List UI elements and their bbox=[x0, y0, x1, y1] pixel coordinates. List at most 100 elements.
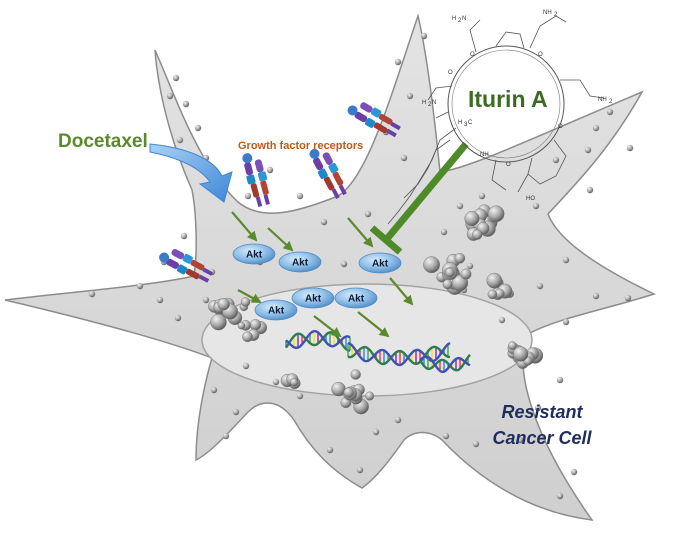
vesicle-dot bbox=[266, 166, 274, 174]
vesicle-dot bbox=[466, 262, 474, 270]
vesicle-dot bbox=[532, 202, 540, 210]
vesicle-dot bbox=[584, 146, 592, 154]
vesicle-dot bbox=[420, 32, 428, 40]
svg-text:H: H bbox=[422, 100, 426, 106]
growth-factor-receptors bbox=[159, 102, 401, 283]
svg-text:O: O bbox=[448, 70, 453, 76]
vesicle-icon bbox=[249, 319, 262, 331]
vesicle-dot bbox=[562, 256, 570, 264]
vesicle-icon bbox=[508, 341, 517, 350]
vesicle-dot bbox=[456, 202, 464, 210]
vesicle-dot bbox=[296, 392, 304, 400]
akt-protein-icon: Akt bbox=[358, 252, 402, 274]
svg-text:HO: HO bbox=[526, 196, 535, 202]
vesicle-dot bbox=[272, 378, 280, 386]
vesicle-cluster bbox=[208, 297, 251, 331]
vesicle-icon bbox=[442, 279, 453, 290]
vesicle-dot bbox=[244, 192, 252, 200]
vesicle-dot bbox=[592, 124, 600, 132]
svg-text:NH: NH bbox=[598, 97, 607, 103]
vesicle-icon bbox=[472, 229, 483, 240]
vesicle-dot bbox=[570, 468, 578, 476]
vesicle-cluster bbox=[486, 272, 515, 300]
dna-strand bbox=[285, 329, 351, 350]
dna-helix-icon bbox=[285, 329, 471, 374]
vesicle-icon bbox=[210, 313, 227, 331]
vesicle-dot bbox=[176, 136, 184, 144]
svg-text:N: N bbox=[432, 100, 436, 106]
svg-text:2: 2 bbox=[609, 99, 613, 105]
growth-factor-receptors-label: Growth factor receptors bbox=[238, 140, 364, 152]
akt-protein-icon: Akt bbox=[278, 251, 322, 273]
iturin-inhibition bbox=[369, 141, 469, 255]
vesicle-dot bbox=[174, 314, 182, 322]
svg-text:NH: NH bbox=[480, 152, 489, 158]
vesicle-icon bbox=[423, 256, 440, 274]
vesicle-dot bbox=[136, 282, 144, 290]
vesicle-icon bbox=[237, 321, 246, 330]
vesicle-dot bbox=[562, 318, 570, 326]
svg-text:O: O bbox=[538, 52, 543, 58]
vesicle-dot bbox=[222, 432, 230, 440]
vesicle-dot bbox=[372, 428, 380, 436]
vesicle-dot bbox=[606, 108, 614, 116]
vesicle-cluster bbox=[423, 252, 472, 295]
receptor-icon bbox=[309, 148, 347, 199]
vesicle-icon bbox=[445, 267, 455, 278]
svg-text:O: O bbox=[470, 52, 475, 58]
svg-text:3: 3 bbox=[464, 122, 468, 128]
svg-text:O: O bbox=[506, 162, 511, 168]
docetaxel-label: Docetaxel bbox=[58, 131, 148, 152]
vesicle-dot bbox=[340, 260, 348, 268]
svg-text:2: 2 bbox=[458, 18, 462, 24]
vesicle-dot bbox=[552, 156, 560, 164]
vesicle-dot bbox=[440, 228, 448, 236]
vesicle-dot bbox=[400, 154, 408, 162]
dna-strand bbox=[347, 345, 451, 366]
vesicle-dot bbox=[88, 290, 96, 298]
vesicle-icon bbox=[350, 369, 361, 380]
vesicle-icon bbox=[487, 205, 505, 223]
vesicle-icon bbox=[454, 252, 466, 264]
vesicle-icon bbox=[512, 346, 529, 362]
vesicle-icon bbox=[343, 387, 354, 398]
vesicle-dot bbox=[498, 316, 506, 324]
cell-label-line1: Resistant bbox=[501, 402, 583, 422]
akt-label: Akt bbox=[246, 250, 263, 261]
vesicle-dot bbox=[472, 440, 480, 448]
vesicle-icon bbox=[242, 331, 253, 343]
vesicle-icon bbox=[486, 272, 503, 289]
iturin-label: Iturin A bbox=[468, 86, 548, 112]
vesicle-dot bbox=[442, 432, 450, 440]
receptor-icon bbox=[159, 249, 213, 283]
vesicle-dot bbox=[556, 376, 564, 384]
svg-text:H: H bbox=[458, 120, 462, 126]
svg-text:O: O bbox=[558, 124, 563, 130]
vesicle-dot bbox=[326, 446, 334, 454]
receptor-icon bbox=[347, 102, 401, 138]
akt-label: Akt bbox=[348, 294, 365, 305]
svg-text:2: 2 bbox=[428, 102, 432, 108]
dna-strand bbox=[419, 355, 471, 374]
akt-protein-icon: Akt bbox=[254, 299, 298, 321]
vesicle-icon bbox=[217, 298, 230, 311]
vesicle-dot bbox=[232, 408, 240, 416]
vesicle-dot bbox=[394, 416, 402, 424]
vesicle-dot bbox=[210, 386, 218, 394]
vesicle-dot bbox=[586, 186, 594, 194]
akt-protein-icon: Akt bbox=[232, 243, 276, 265]
vesicle-icon bbox=[290, 378, 299, 387]
vesicle-dot bbox=[242, 362, 250, 370]
vesicle-dot bbox=[592, 292, 600, 300]
vesicle-dot bbox=[364, 210, 372, 218]
akt-protein-icon: Akt bbox=[291, 287, 335, 309]
docetaxel-arrow bbox=[149, 143, 233, 203]
vesicle-dot bbox=[394, 58, 402, 66]
vesicle-dot bbox=[626, 144, 634, 152]
vesicle-dot bbox=[180, 232, 188, 240]
akt-label: Akt bbox=[292, 258, 309, 269]
svg-text:N: N bbox=[462, 16, 466, 22]
vesicle-dot bbox=[478, 192, 486, 200]
